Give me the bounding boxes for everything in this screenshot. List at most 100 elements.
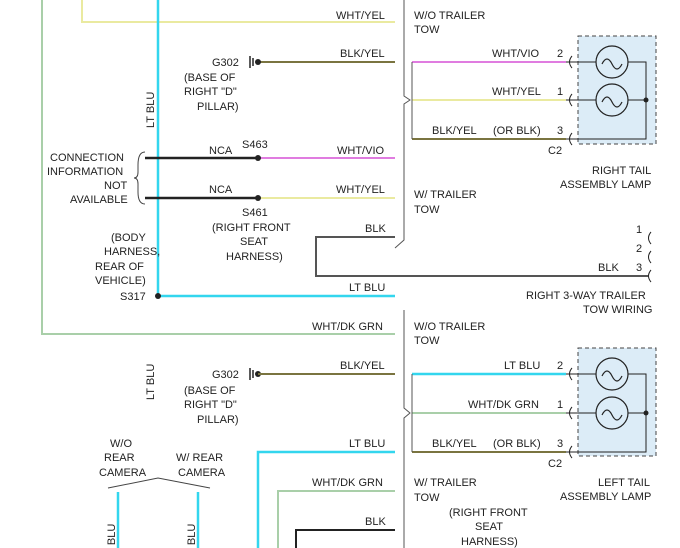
lbl-right-tail-1: RIGHT TAIL [592,165,651,177]
lbl-s461-d1: (RIGHT FRONT [212,222,291,234]
lbl-s317-d3: REAR OF [95,261,144,273]
splice-dots [155,59,261,377]
lbl-conn-2: INFORMATION [47,166,123,178]
bottom-wires [107,310,566,548]
lbl-pin3-ltail: 3 [557,438,563,450]
lbl-s461-d2: SEAT [240,236,268,248]
lbl-3way-pin1: 1 [636,224,642,236]
wire-blk-bottom [295,529,395,548]
lbl-nca-2: NCA [209,184,233,196]
lbl-g302: G302 [212,57,239,69]
lbl-left-tail-2: ASSEMBLY LAMP [560,491,651,503]
lbl-nca-1: NCA [209,145,233,157]
lbl-s461: S461 [242,207,268,219]
lbl-wo-cam-2: REAR [104,452,135,464]
lbl-w-trailer-b2: TOW [414,492,440,504]
lbl-lt-blu-wo-cam: LT BLU [106,524,118,548]
lbl-pin1-ltail: 1 [557,399,563,411]
lbl-pin2-rtail: 2 [557,48,563,60]
lbl-wht-dkgrn-bottom: WHT/DK GRN [312,477,383,489]
lbl-s463: S463 [242,139,268,151]
right-3way-connector [648,231,652,283]
wire-blk-3way [315,236,648,277]
lbl-3way-pin3: 3 [636,262,642,274]
wire-wht-yel-top [81,0,395,23]
lbl-g302-d2: RIGHT "D" [184,86,237,98]
camera-split [107,477,211,489]
lbl-g302-b-d3: PILLAR) [197,414,239,426]
lbl-wo-trailer-b2: TOW [414,335,440,347]
lbl-blk-bottom: BLK [365,516,386,528]
lbl-pin2-ltail: 2 [557,360,563,372]
lbl-left-tail-1: LEFT TAIL [598,477,650,489]
lbl-wht-yel-top: WHT/YEL [336,10,385,22]
lbl-lt-blu-bottom: LT BLU [349,438,385,450]
lbl-lt-blu-s317: LT BLU [349,282,385,294]
lbl-lt-blu-w-cam: LT BLU [186,524,198,548]
text-labels: WHT/YEL W/O TRAILER TOW G302 (BASE OF RI… [47,10,652,548]
lbl-bottom-rf-1: (RIGHT FRONT [449,507,528,519]
lbl-wo-trailer-b1: W/O TRAILER [414,321,485,333]
lbl-s317-d2: HARNESS, [104,246,160,258]
lbl-lt-blu-vert-bottom: LT BLU [145,364,157,400]
lbl-s317: S317 [120,291,146,303]
ground-symbols [249,56,254,380]
lbl-c2-rtail: C2 [548,145,562,157]
lbl-wo-cam-3: CAMERA [99,467,147,479]
switch-bottom [403,310,411,548]
lbl-wht-yel-s461: WHT/YEL [336,184,385,196]
wire-wht-dk-grn-left [41,0,395,335]
lbl-w-trailer-1: W/ TRAILER [414,189,477,201]
lbl-lt-blu-vert-top: LT BLU [145,92,157,128]
lbl-g302-d1: (BASE OF [184,72,236,84]
left-tail-lamp [566,347,657,459]
lbl-g302-b-d1: (BASE OF [184,385,236,397]
lbl-right-3way-2: TOW WIRING [583,304,652,316]
lbl-blk-yel-ltail: BLK/YEL [432,438,477,450]
lbl-g302-d3: PILLAR) [197,101,239,113]
switch-top [394,0,411,249]
splice-s461-dot [255,195,261,201]
lbl-c2-ltail: C2 [548,458,562,470]
lbl-s317-d4: VEHICLE) [95,275,146,287]
lbl-g302-b: G302 [212,369,239,381]
lbl-wht-dkgrn-left: WHT/DK GRN [312,321,383,333]
lbl-bottom-rf-3: HARNESS) [461,536,518,548]
splice-s317-dot [155,293,161,299]
lbl-right-3way-1: RIGHT 3-WAY TRAILER [526,290,646,302]
lbl-blk-yel-g302b: BLK/YEL [340,360,385,372]
lbl-conn-4: AVAILABLE [70,194,128,206]
lbl-3way-pin2: 2 [636,243,642,255]
wire-wht-dkgrn-bottom [277,490,395,548]
lbl-or-blk-rtail: (OR BLK) [493,125,541,137]
lbl-lt-blu-ltail: LT BLU [504,360,540,372]
lbl-wht-vio-rtail: WHT/VIO [492,48,539,60]
lbl-bottom-rf-2: SEAT [475,521,503,533]
lbl-wht-vio-s463: WHT/VIO [337,145,384,157]
lbl-blk-3way: BLK [365,223,386,235]
lbl-wht-yel-rtail: WHT/YEL [492,86,541,98]
lbl-conn-1: CONNECTION [50,152,124,164]
lbl-conn-3: NOT [104,180,128,192]
lbl-wo-trailer-2: TOW [414,24,440,36]
g302-top-dot [255,59,261,65]
lbl-right-tail-2: ASSEMBLY LAMP [560,179,651,191]
lbl-wo-cam-1: W/O [110,438,132,450]
splice-s463-dot [255,155,261,161]
lbl-w-cam-1: W/ REAR [176,452,223,464]
lbl-blk-yel-g302: BLK/YEL [340,48,385,60]
lbl-s461-d3: HARNESS) [226,251,283,263]
lbl-g302-b-d2: RIGHT "D" [184,399,237,411]
lbl-blk-yel-rtail: BLK/YEL [432,125,477,137]
lbl-pin3-rtail: 3 [557,125,563,137]
lbl-pin1-rtail: 1 [557,86,563,98]
lbl-w-trailer-b1: W/ TRAILER [414,477,477,489]
connection-bracket [133,151,146,205]
lbl-w-trailer-2: TOW [414,204,440,216]
wire-lt-blu-bottom [256,450,395,548]
lbl-wo-trailer-1: W/O TRAILER [414,10,485,22]
lbl-wht-dkgrn-ltail: WHT/DK GRN [468,399,539,411]
lbl-or-blk-ltail: (OR BLK) [493,438,541,450]
lbl-s317-d1: (BODY [111,232,147,244]
